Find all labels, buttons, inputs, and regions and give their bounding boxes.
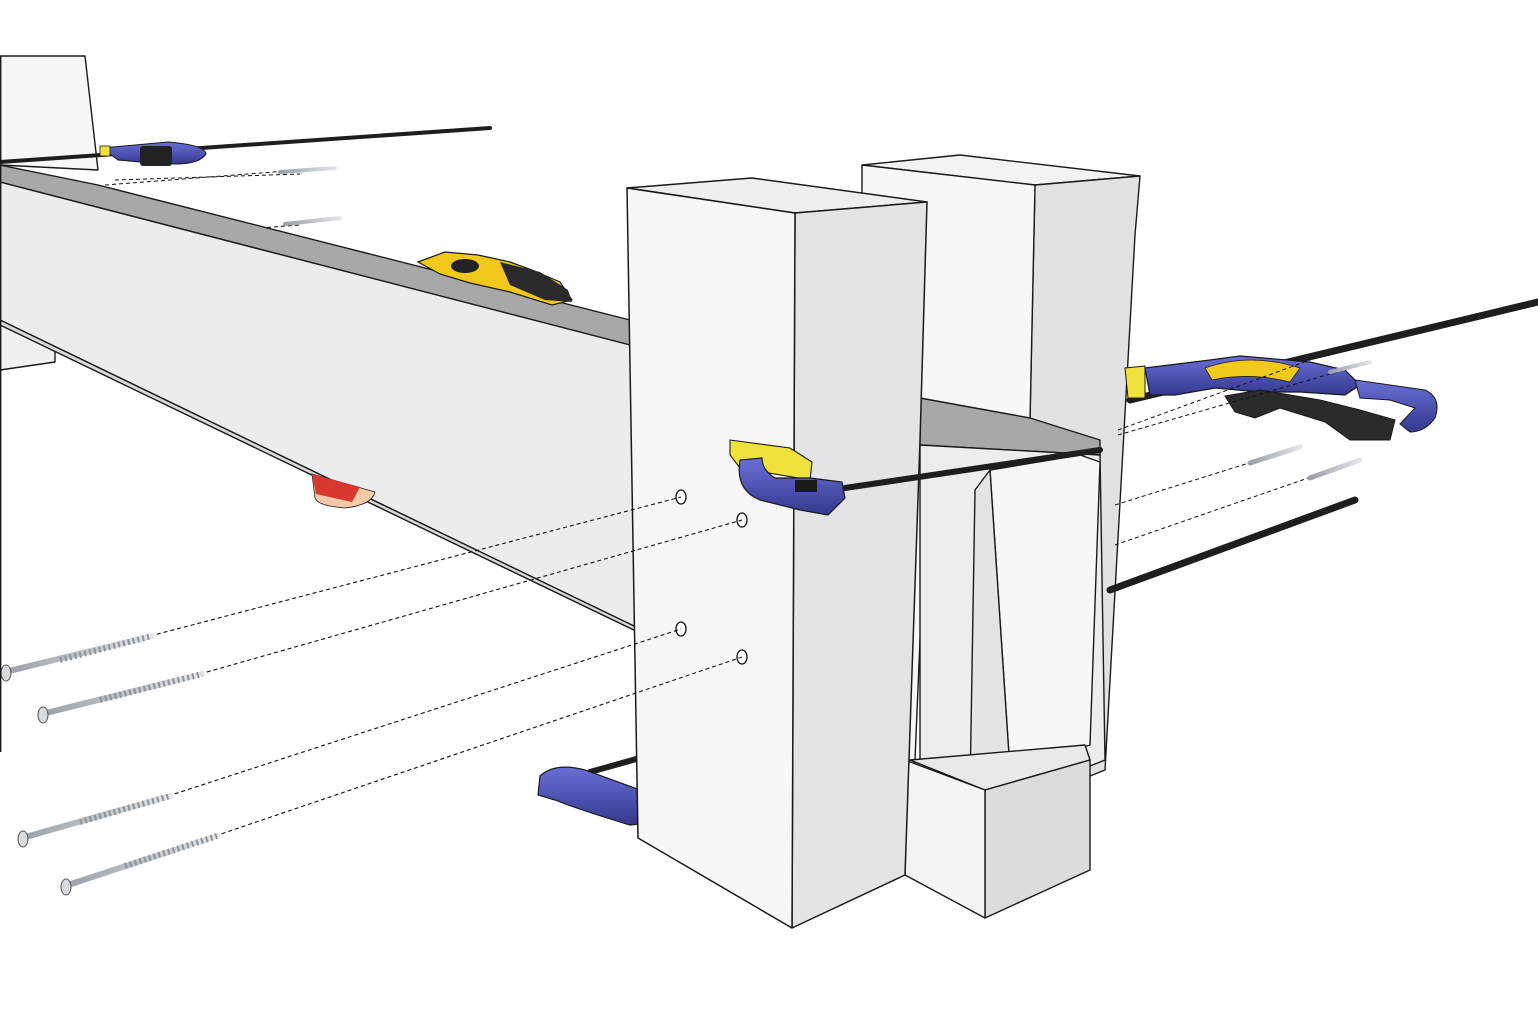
cordless-drill	[416, 251, 573, 306]
glue-bottle	[311, 473, 376, 509]
screw-icon	[60, 833, 220, 896]
clamp-icon	[140, 146, 172, 166]
screw-set-right	[1114, 359, 1372, 546]
screw-set	[0, 496, 743, 896]
screw-icon	[0, 633, 155, 682]
bar-clamp-small-front	[729, 439, 1103, 516]
glue-bottle-icon	[312, 474, 360, 502]
clamp-icon	[738, 457, 846, 516]
screw-icon	[1247, 444, 1303, 466]
block-far-left	[0, 55, 99, 371]
screw-icon	[1307, 457, 1363, 481]
screw-icon	[278, 166, 337, 174]
rail	[0, 164, 639, 633]
bar-clamp-far	[0, 126, 492, 166]
leg-front	[626, 177, 928, 929]
screw-icon	[283, 216, 342, 226]
rail-segment-rear	[919, 397, 1106, 791]
screw-icon	[17, 793, 173, 848]
block-low	[904, 744, 1091, 919]
screw-set-far	[104, 166, 342, 229]
screw-icon	[37, 671, 205, 724]
bar-clamp-large	[1106, 298, 1538, 594]
